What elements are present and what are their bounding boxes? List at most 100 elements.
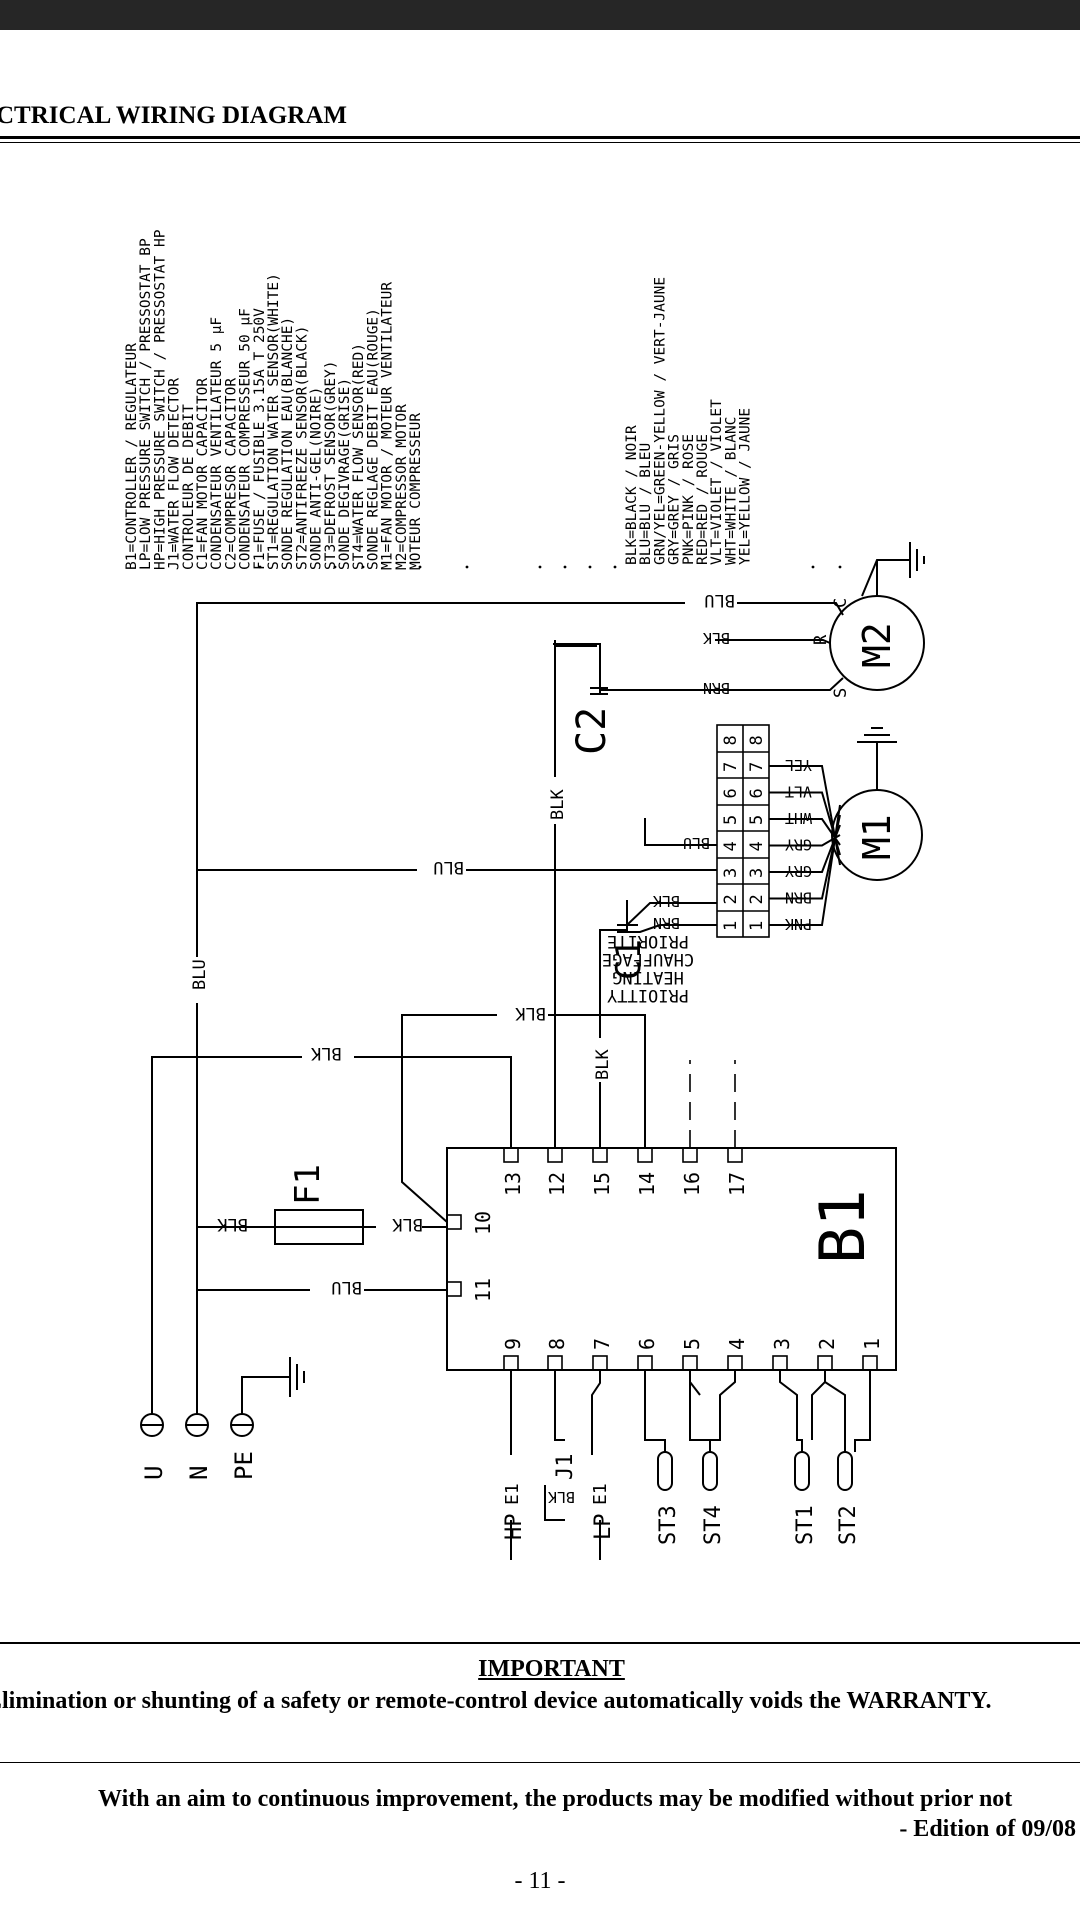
wire-label-m2-blk: BLK <box>703 629 730 647</box>
svg-text:CHAUFFAGE: CHAUFFAGE <box>602 949 694 969</box>
m1-block-number: 3 <box>721 868 741 878</box>
legend-component-line: ST2=ANTIFREEZE SENSOR(BLACK) <box>294 326 310 570</box>
sensor-st2: ST2 <box>836 1505 861 1545</box>
capacitor-c2 <box>553 640 715 695</box>
improvement-notice: With an aim to continuous improvement, t… <box>98 1786 1013 1812</box>
page-title: CTRICAL WIRING DIAGRAM <box>0 102 347 129</box>
m1-block-number: 6 <box>721 788 741 798</box>
m2-terminal-s: S <box>831 688 851 698</box>
terminal-16: 16 <box>680 1172 704 1196</box>
m1-block-number: 8 <box>747 735 767 745</box>
m1-block-number: 4 <box>721 841 741 851</box>
terminals-top <box>503 1147 743 1163</box>
legend-component-line: SONDE DEGIVRAGE(GRISE) <box>337 378 353 570</box>
wire-label-m2-blu: BLU <box>704 590 735 610</box>
terminal-5: 5 <box>680 1338 704 1350</box>
wire-label-10-blk: BLK <box>515 1003 546 1023</box>
terminals-bottom <box>503 1355 878 1371</box>
terminal-11: 11 <box>471 1278 495 1302</box>
m1-wire <box>769 834 841 847</box>
m1-block-wires <box>644 818 717 926</box>
m1-block-number: 3 <box>747 868 767 878</box>
terminal-7: 7 <box>590 1338 614 1350</box>
terminal-6: 6 <box>635 1338 659 1350</box>
legend-component-line: HP=HIGH PRESSURE SWITCH / PRESSOSTAT HP <box>152 229 168 570</box>
terminal-14: 14 <box>635 1172 659 1196</box>
m1-wire-label: GRY <box>785 862 812 880</box>
motor-m2-label: M2 <box>855 622 899 668</box>
wire-label-n-blu: BLU <box>190 959 210 990</box>
terminal-1: 1 <box>860 1338 884 1350</box>
m1-wire <box>769 824 841 873</box>
wire-u <box>151 1056 512 1414</box>
legend-color-line: YEL=YELLOW / JAUNE <box>738 408 754 565</box>
sensor-e1-top: E1 <box>502 1483 523 1505</box>
terminals-left <box>446 1214 462 1297</box>
wire-label-n11-blu: BLU <box>331 1277 362 1297</box>
wire-label-f1-right-blk: BLK <box>392 1214 423 1234</box>
priority-wires <box>689 1060 736 1148</box>
warranty-warning: Elimination or shunting of a safety or r… <box>0 1688 992 1714</box>
wire-label-15-blk: BLK <box>593 1049 613 1080</box>
legend-color-line: GRN/YEL=GREEN-YELLOW / VERT-JAUNE <box>652 277 668 565</box>
footer-rule-bottom <box>0 1762 1080 1763</box>
terminal-10: 10 <box>471 1211 495 1235</box>
legend-color-line: PNK=PINK / ROSE <box>681 434 697 565</box>
legend-component-line: B1=CONTROLLER / REGULATEUR <box>124 343 140 570</box>
terminal-4: 4 <box>725 1338 749 1350</box>
m1-block-number: 6 <box>747 788 767 798</box>
terminal-12: 12 <box>545 1172 569 1196</box>
legend-component-line: CONDENSATEUR VENTILATEUR 5 µF <box>209 317 225 570</box>
terminal-8: 8 <box>545 1338 569 1350</box>
m1-block-number: 1 <box>721 921 741 931</box>
page-number: - 11 - <box>514 1868 566 1894</box>
motor-m2 <box>715 542 925 691</box>
fuse-f1 <box>197 1209 447 1245</box>
terminal-2: 2 <box>815 1338 839 1350</box>
legend-component-line: M2=COMPRESSOR MOTOR <box>394 404 410 570</box>
wire-n <box>196 602 826 1414</box>
m2-terminal-c: C <box>831 598 851 608</box>
svg-text:HEATING: HEATING <box>612 967 684 987</box>
legend-component-line: J1=WATER FLOW DETECTOR <box>167 378 183 570</box>
capacitor-c1 <box>617 902 713 933</box>
legend-component-line: CONTROLEUR DE DEBIT <box>181 404 197 570</box>
terminal-17: 17 <box>725 1172 749 1196</box>
motor-m1-label: M1 <box>855 814 899 860</box>
legend-component-line: SONDE REGLAGE DEBIT EAU(ROUGE) <box>365 308 381 570</box>
m1-wire-label: YEL <box>785 756 812 774</box>
fuse-f1-label: F1 <box>288 1164 328 1205</box>
wire-label-c1-brn: BRN <box>653 914 680 932</box>
m1-block-number: 2 <box>721 894 741 904</box>
wire-label-u-blk: BLK <box>310 1043 341 1063</box>
legend-color-line: WHT=WHITE / BLANC <box>723 417 739 565</box>
wire-label-block-blu: BLU <box>683 834 710 852</box>
m1-wire-label: GRY <box>785 836 812 854</box>
controller-b1-box <box>446 1147 897 1371</box>
m1-wire-label: WHT <box>785 809 812 827</box>
wire-label-m1-blu: BLU <box>433 857 464 877</box>
legend-dots <box>258 565 842 569</box>
capacitor-c2-label: C2 <box>569 707 615 755</box>
supply-u: U <box>140 1466 168 1480</box>
m1-block-number: 2 <box>747 894 767 904</box>
svg-text:PRIORITE: PRIORITE <box>607 931 689 951</box>
controller-b1-label: B1 <box>806 1189 879 1264</box>
legend-component-line: MOTEUR COMPRESSEUR <box>408 413 424 570</box>
wire-label-12-blk: BLK <box>548 789 568 820</box>
legend-color-line: GRY=GREY / GRIS <box>667 434 683 565</box>
legend-component-line: ST3=DEFROST SENSOR(GREY) <box>323 360 339 570</box>
capacitor-c1-label: C1 <box>609 939 649 980</box>
m1-block-number: 4 <box>747 841 767 851</box>
footer-rule-top <box>0 1642 1080 1644</box>
m1-wire-label: VLT <box>785 783 812 801</box>
supply-n: N <box>185 1466 213 1480</box>
terminal-9: 9 <box>501 1338 525 1350</box>
sensor-st4: ST4 <box>701 1505 726 1545</box>
sensor-j1: J1 <box>553 1454 578 1481</box>
sensor-lp: LP <box>591 1514 616 1541</box>
legend-color-line: RED=RED / ROUGE <box>695 434 711 565</box>
